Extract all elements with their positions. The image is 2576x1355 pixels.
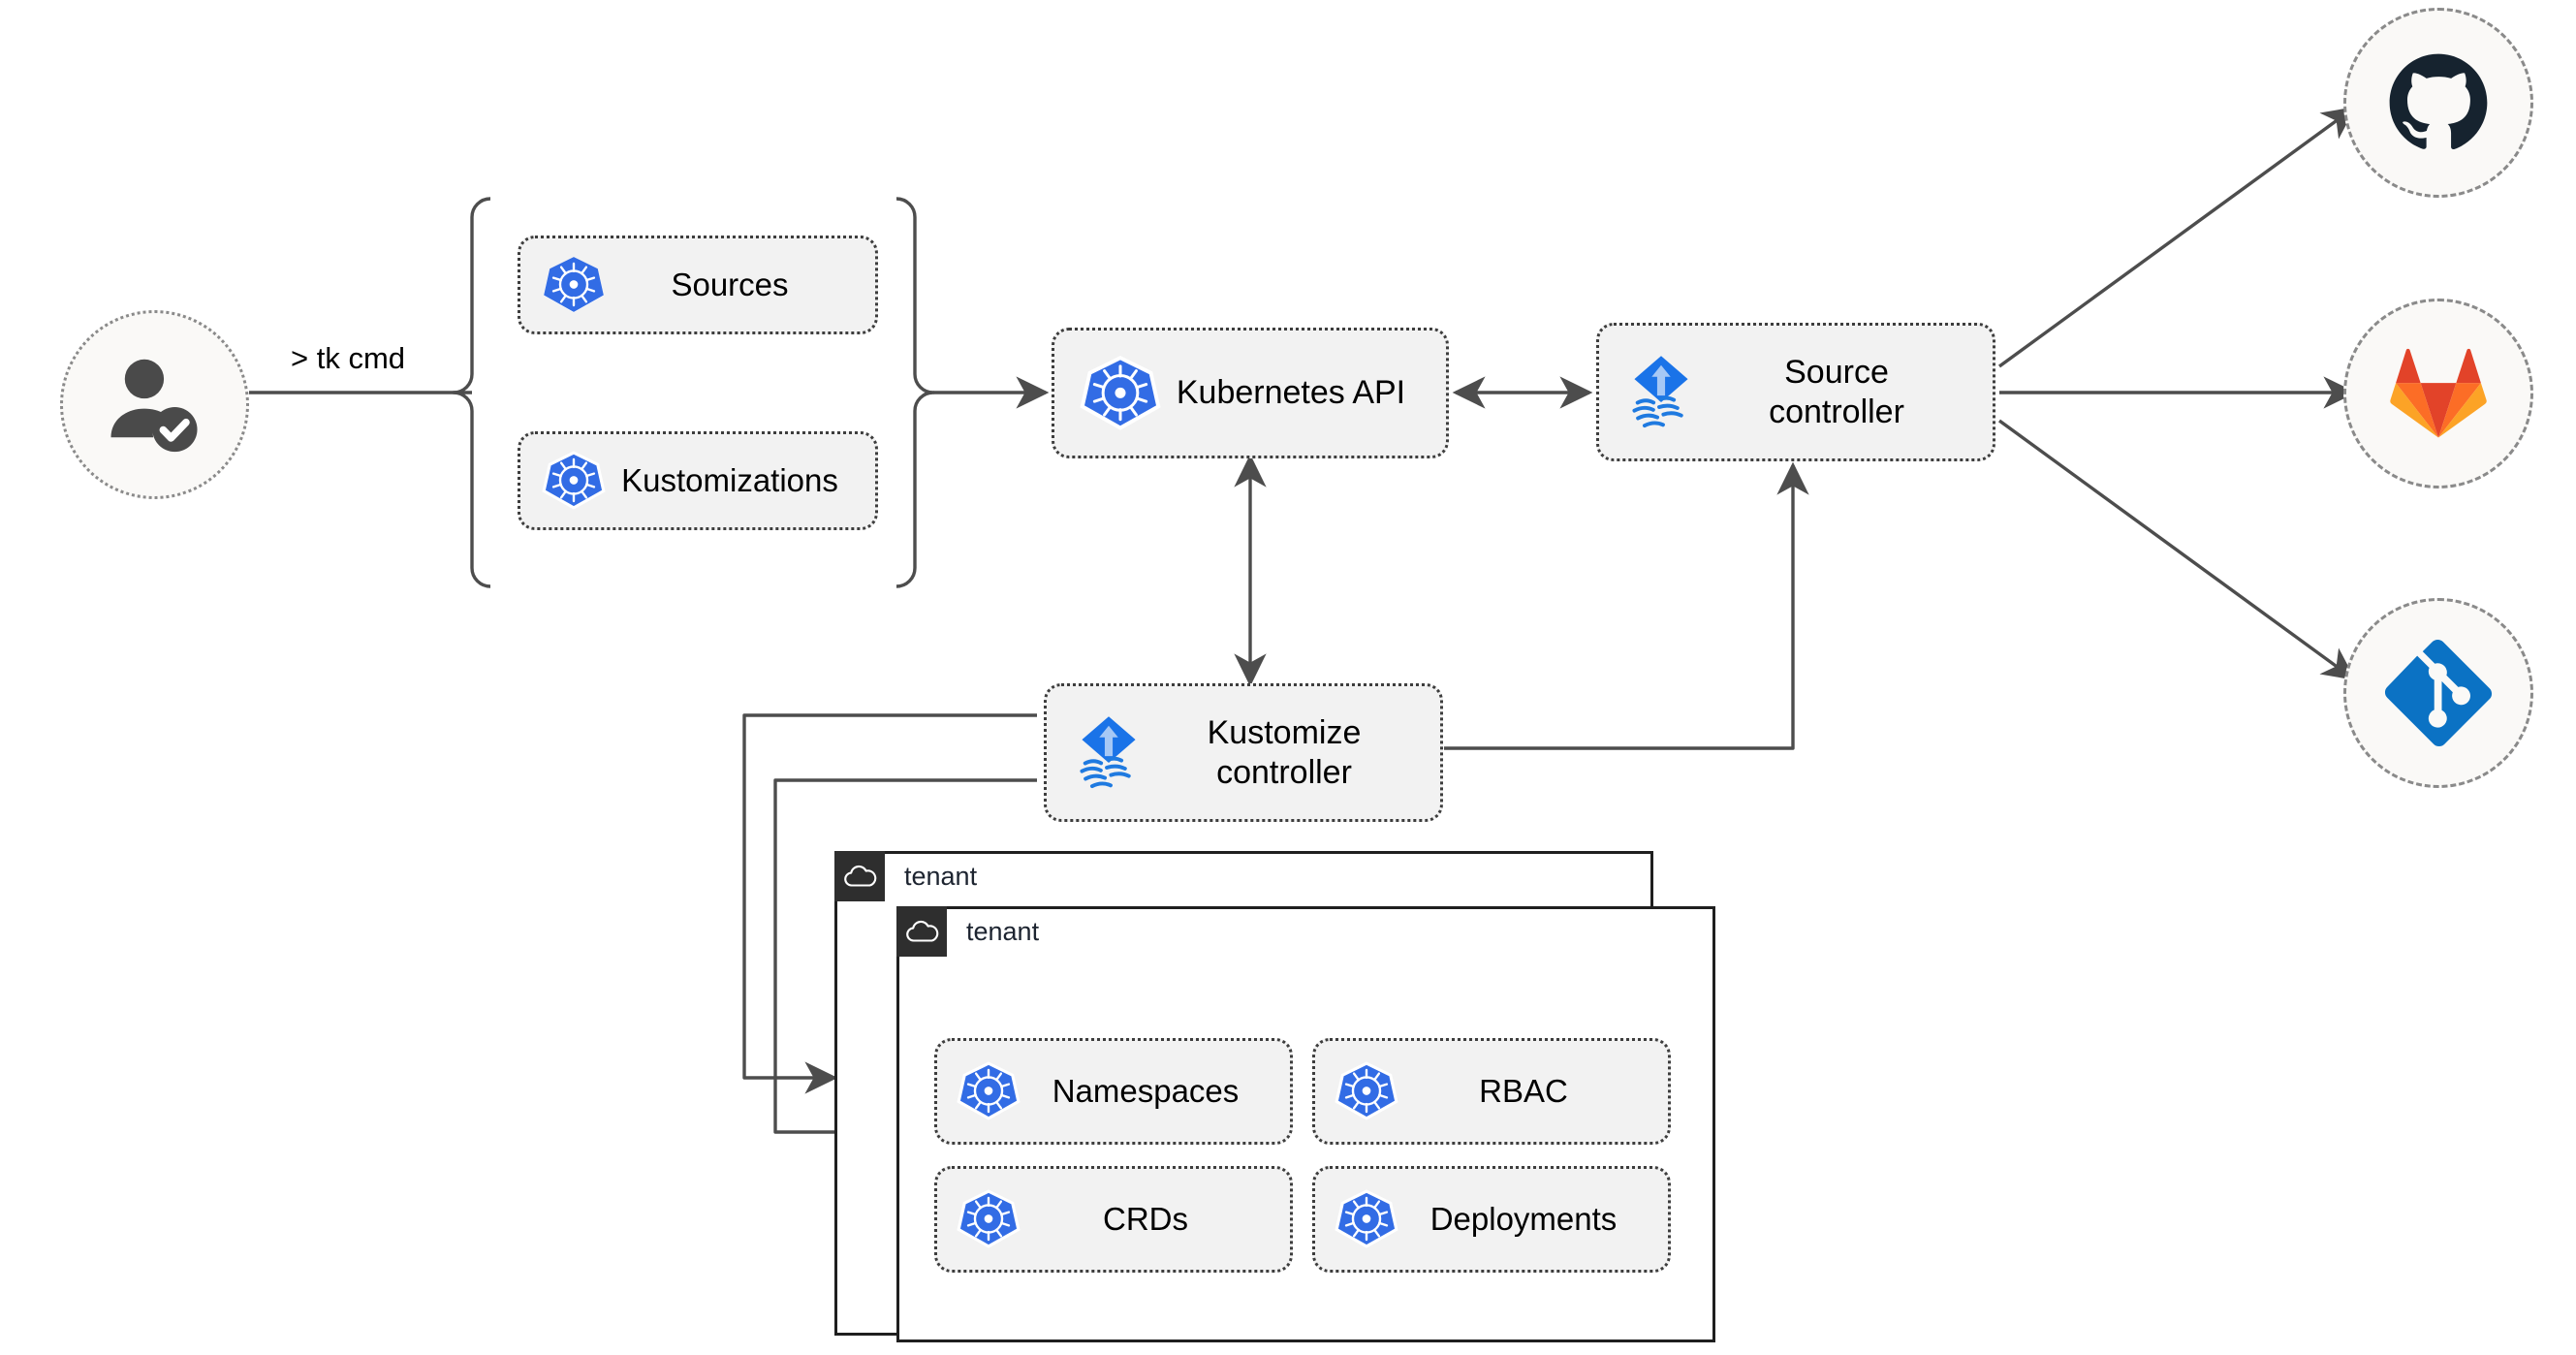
gitlab-icon bbox=[2390, 348, 2487, 438]
node-kustomizations[interactable]: Kustomizations bbox=[518, 431, 878, 530]
flux-icon bbox=[1620, 352, 1702, 433]
node-source-controller-label: Source controller bbox=[1769, 354, 1904, 430]
provider-git[interactable] bbox=[2343, 598, 2533, 788]
node-crds-label: CRDs bbox=[1103, 1200, 1188, 1237]
tenant-window-1-titlebar: tenant bbox=[834, 851, 977, 901]
user-check-icon bbox=[110, 359, 198, 452]
tenant-window-2-title: tenant bbox=[966, 916, 1040, 946]
tenant-window-2[interactable]: tenant bbox=[896, 906, 1715, 1342]
kubernetes-icon bbox=[1335, 1059, 1398, 1123]
node-kustomizations-label: Kustomizations bbox=[621, 461, 838, 498]
actor-circle[interactable] bbox=[60, 310, 249, 499]
node-kustomize-controller[interactable]: Kustomize controller bbox=[1044, 683, 1443, 822]
node-kubernetes-api[interactable]: Kubernetes API bbox=[1052, 328, 1449, 458]
node-rbac-label: RBAC bbox=[1479, 1072, 1568, 1109]
kubernetes-icon bbox=[542, 449, 606, 513]
tenant-window-2-titlebar: tenant bbox=[896, 906, 1039, 957]
node-kustomize-controller-label: Kustomize controller bbox=[1207, 714, 1362, 791]
tenant-window-1-title: tenant bbox=[904, 861, 978, 891]
node-crds[interactable]: CRDs bbox=[934, 1166, 1293, 1273]
node-deployments[interactable]: Deployments bbox=[1312, 1166, 1671, 1273]
kubernetes-icon bbox=[957, 1187, 1021, 1251]
node-namespaces-label: Namespaces bbox=[1052, 1072, 1240, 1109]
node-source-controller[interactable]: Source controller bbox=[1596, 323, 1995, 461]
node-rbac[interactable]: RBAC bbox=[1312, 1038, 1671, 1145]
node-kubernetes-api-label: Kubernetes API bbox=[1176, 374, 1406, 412]
kubernetes-icon bbox=[1335, 1187, 1398, 1251]
kubernetes-icon bbox=[957, 1059, 1021, 1123]
node-deployments-label: Deployments bbox=[1429, 1200, 1618, 1237]
command-label: > tk cmd bbox=[291, 341, 406, 375]
node-sources[interactable]: Sources bbox=[518, 236, 878, 334]
kubernetes-icon bbox=[1080, 353, 1161, 434]
provider-gitlab[interactable] bbox=[2343, 299, 2533, 488]
provider-github[interactable] bbox=[2343, 8, 2533, 198]
cloud-icon bbox=[896, 906, 947, 957]
node-sources-label: Sources bbox=[671, 266, 789, 302]
kubernetes-icon bbox=[542, 253, 606, 317]
node-namespaces[interactable]: Namespaces bbox=[934, 1038, 1293, 1145]
cloud-icon bbox=[834, 851, 885, 901]
git-icon bbox=[2384, 639, 2493, 747]
flux-icon bbox=[1068, 712, 1149, 794]
github-icon bbox=[2389, 53, 2488, 149]
